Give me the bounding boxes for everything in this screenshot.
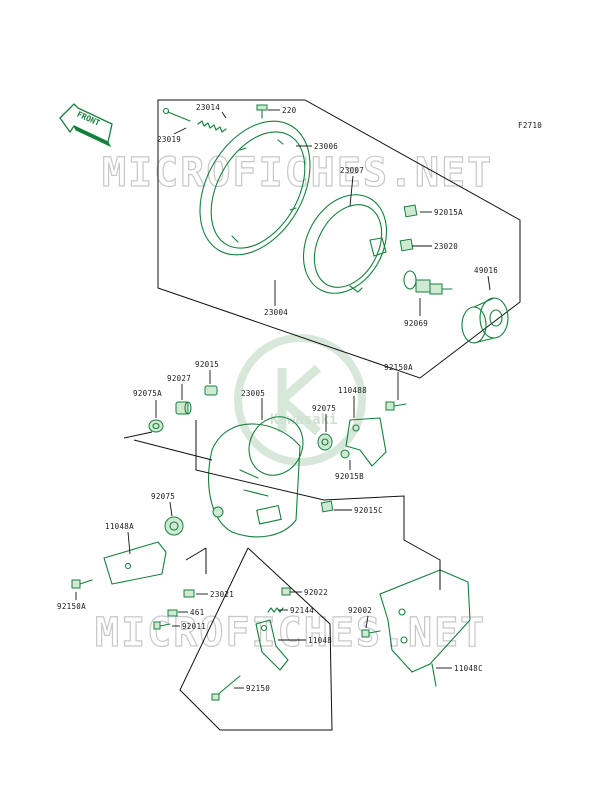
lower-frame-tl	[123, 431, 153, 439]
label-92015C: 92015C	[354, 506, 383, 515]
label-23014: 23014	[196, 103, 220, 112]
bracket-11048A	[103, 541, 167, 585]
label-92027: 92027	[167, 374, 191, 383]
bolt-92002	[361, 629, 381, 638]
label-23007: 23007	[340, 166, 364, 175]
dust-cover-49016	[461, 297, 509, 344]
label-23019: 23019	[157, 135, 181, 144]
label-92075-left: 92075	[151, 492, 175, 501]
lower-frame-mid	[185, 547, 207, 574]
label-92150A-top: 92150A	[384, 363, 413, 372]
label-461: 461	[190, 608, 204, 617]
headlight-housing-23005	[208, 416, 304, 538]
grommet-92075A	[148, 419, 164, 433]
lower-frame-bottom	[179, 547, 333, 731]
grommet-92015	[204, 385, 218, 396]
label-23004: 23004	[264, 308, 288, 317]
grommet-92075-top	[317, 433, 333, 451]
label-11048C: 11048C	[454, 664, 483, 673]
nut-23020	[399, 238, 414, 252]
watermark-bottom: MICROFICHES.NET	[95, 610, 486, 656]
label-23021: 23021	[210, 590, 234, 599]
label-92150: 92150	[246, 684, 270, 693]
label-23006: 23006	[314, 142, 338, 151]
label-92011: 92011	[182, 622, 206, 631]
label-92015B: 92015B	[335, 472, 364, 481]
label-92150A-left: 92150A	[57, 602, 86, 611]
part-461	[167, 609, 178, 617]
headlight-unit-23007	[302, 194, 388, 294]
label-92015A: 92015A	[434, 208, 463, 217]
screw-23019	[162, 107, 191, 122]
nut-92015C	[320, 500, 334, 513]
label-92069: 92069	[404, 319, 428, 328]
headlight-rim-23006	[199, 120, 311, 256]
part-92022	[281, 587, 291, 596]
label-23020: 23020	[434, 242, 458, 251]
label-49016: 49016	[474, 266, 498, 275]
watermark-top: MICROFICHES.NET	[102, 150, 493, 196]
grommet-92075-left	[164, 516, 184, 536]
collar-92027	[175, 401, 192, 415]
bolt-92150A-left	[71, 579, 93, 589]
label-11048A: 11048A	[105, 522, 134, 531]
nut-92015A	[403, 204, 418, 218]
upper-assembly-frame	[157, 99, 521, 379]
nut-92015B	[340, 449, 350, 459]
brand-logo: Kawasaki	[234, 334, 366, 466]
bracket-11048C	[379, 569, 471, 687]
label-92002: 92002	[348, 606, 372, 615]
spring-23014	[197, 120, 227, 133]
lower-frame-link	[133, 439, 213, 461]
label-92015: 92015	[195, 360, 219, 369]
label-92075-top: 92075	[312, 404, 336, 413]
figure-code: F2710	[518, 121, 542, 130]
label-92075A: 92075A	[133, 389, 162, 398]
label-11048: 11048	[308, 636, 332, 645]
label-23005: 23005	[241, 389, 265, 398]
front-arrow: FRONT	[59, 103, 113, 148]
label-110488: 110488	[338, 386, 367, 395]
label-92144: 92144	[290, 606, 314, 615]
brand-text: Kawasaki	[270, 412, 337, 428]
label-220: 220	[282, 106, 297, 115]
bolt-92150-bottom	[211, 675, 241, 701]
bracket-110488	[345, 417, 387, 467]
bulb-92069	[403, 270, 453, 295]
part-23021	[183, 589, 195, 598]
bolt-92150A-top	[385, 401, 407, 411]
lower-frame-right	[195, 420, 441, 590]
screw-220	[256, 104, 268, 119]
spring-92144	[267, 607, 284, 613]
bracket-11048	[255, 619, 289, 671]
screw-92011	[153, 621, 171, 630]
label-92022: 92022	[304, 588, 328, 597]
